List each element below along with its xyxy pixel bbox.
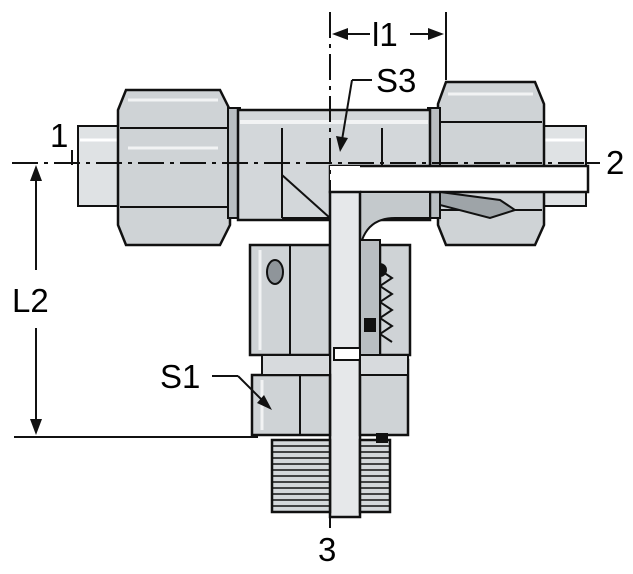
- dimension-l2-label: L2: [12, 282, 49, 319]
- wrench-s3-label: S3: [376, 62, 416, 99]
- centerlines: [12, 12, 600, 528]
- dimension-l1-label: l1: [372, 16, 398, 53]
- port-3-label: 3: [318, 531, 336, 568]
- dimension-l2: [14, 165, 258, 438]
- port-1-label: 1: [50, 117, 68, 154]
- left-nut: [116, 88, 241, 247]
- leader-s1: [212, 375, 272, 410]
- leader-s3: [336, 79, 372, 152]
- wrench-s1-label: S1: [160, 358, 200, 395]
- port-2-label: 2: [606, 144, 624, 181]
- dimension-l1: [332, 12, 447, 80]
